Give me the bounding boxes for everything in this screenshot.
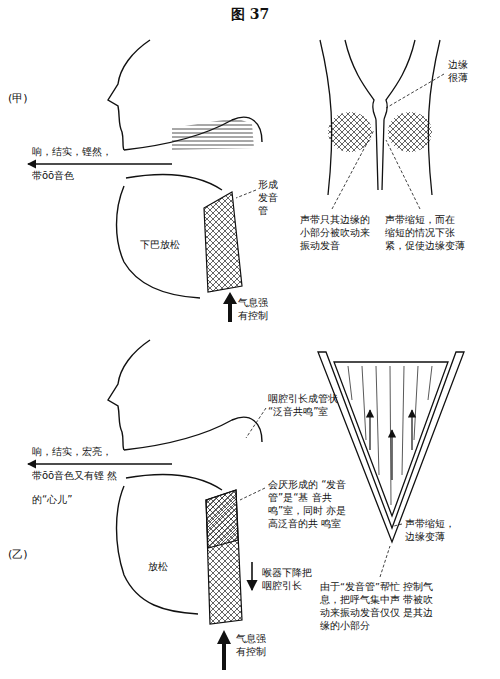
resonance-hatch	[172, 118, 254, 150]
annotation-label: 气息强 有控制	[238, 296, 272, 322]
annotation-label: 咽腔引长成管状 “泛音共鸣”室	[268, 392, 344, 418]
annotation-label: 声带只其边缘的 小部分被吹动来 振动发音	[300, 213, 372, 252]
breath-arrow	[217, 630, 231, 670]
annotation-label: 下巴放松	[140, 238, 190, 251]
annotation-label: 气息强 有控制	[236, 632, 270, 658]
sound-arrow	[28, 163, 172, 164]
annotation-label: 会厌形成的 “发音管”是“基 音共鸣”室，同时 亦是高泛音的共 鸣室	[268, 478, 350, 530]
annotation-label: 放松	[148, 560, 178, 573]
annotation-label: 声带缩短， 边缘变薄	[405, 517, 461, 543]
vocal-folds-a	[320, 40, 440, 195]
leader-lines	[380, 524, 402, 577]
annotation-label: 响，结实，宏亮， 带ōō音色又有铿 然的“心儿”	[32, 440, 118, 512]
voice-tube	[206, 490, 242, 624]
leader-lines	[332, 74, 444, 209]
annotation-label: 喉器下降把 咽腔引长	[262, 566, 316, 592]
leader-line	[236, 190, 256, 198]
figure-title: 图 37	[0, 6, 500, 24]
annotation-label: (乙)	[8, 548, 42, 562]
air-arrows	[370, 410, 412, 480]
fold-hatch	[388, 112, 432, 152]
annotation-label: 形成发音管	[258, 178, 282, 217]
annotation-label: 边缘 很薄	[448, 58, 472, 84]
leader-lines	[240, 408, 266, 500]
annotation-label: (甲)	[8, 92, 42, 106]
annotation-label: 声带缩短，而在 缩短的情况下张 紧，促使边缘变薄	[385, 213, 465, 252]
down-arrow	[251, 562, 253, 590]
fold-lines	[348, 366, 432, 505]
head-profile-a	[108, 40, 262, 298]
annotation-label: 响，结实，铿然， 带ōō音色	[32, 140, 118, 188]
annotation-label: 由于“发音管”帮忙 控制气息，把呼气集中声 带被吹动来振动发音仅仅 是其边缘的小…	[320, 580, 436, 632]
epiglottis-tube	[206, 490, 238, 548]
sound-arrow	[28, 463, 172, 464]
breath-arrow	[223, 292, 237, 322]
voice-tube	[204, 192, 242, 292]
